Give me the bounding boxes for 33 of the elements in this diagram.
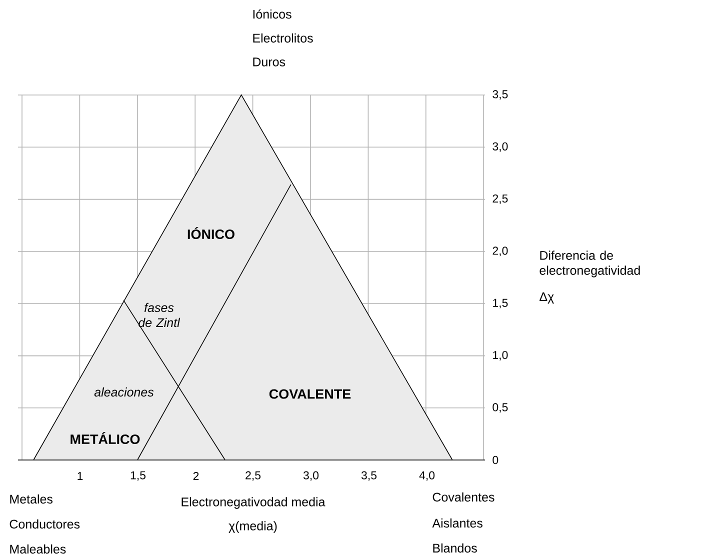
corner-label: Iónicos bbox=[253, 9, 292, 19]
tick-label: 3,0 bbox=[492, 142, 508, 152]
axis-title: Δχ bbox=[540, 292, 554, 304]
axis-title: χ(media) bbox=[228, 521, 277, 533]
corner-label: Duros bbox=[253, 58, 286, 66]
tick-label: 0 bbox=[492, 456, 498, 464]
tick-label: 3,5 bbox=[361, 471, 377, 481]
tick-label: 2 bbox=[193, 472, 199, 480]
axis-title: Electronegativodad media bbox=[182, 497, 326, 509]
tick-label: 3,0 bbox=[303, 471, 319, 481]
tick-label: 4,0 bbox=[419, 471, 435, 481]
corner-label: Blandos bbox=[433, 543, 477, 553]
tick-label: 2,5 bbox=[492, 194, 508, 204]
tick-label: 1,5 bbox=[493, 298, 508, 308]
region-label: COVALENTE bbox=[269, 389, 351, 399]
tick-label: 2,5 bbox=[246, 471, 261, 481]
corner-label: Maleables bbox=[10, 544, 66, 554]
tick-label: 0,5 bbox=[492, 403, 508, 413]
corner-label: Covalentes bbox=[432, 492, 494, 502]
corner-label: Aislantes bbox=[432, 518, 482, 528]
axis-title: Diferencia de electronegatividad bbox=[540, 250, 640, 278]
region-label: fases de Zintl bbox=[138, 302, 180, 328]
region-label: METÁLICO bbox=[70, 432, 140, 444]
region-label: aleaciones bbox=[94, 387, 154, 397]
corner-label: Electrolitos bbox=[253, 33, 313, 43]
corner-label: Metales bbox=[10, 494, 53, 504]
tick-label: 1 bbox=[78, 472, 83, 480]
region-label: IÓNICO bbox=[188, 226, 234, 240]
tick-label: 3,5 bbox=[492, 90, 508, 100]
corner-label: Conductores bbox=[10, 519, 80, 529]
tick-label: 1,0 bbox=[493, 350, 508, 360]
tick-label: 1,5 bbox=[130, 471, 146, 481]
tick-label: 2,0 bbox=[492, 246, 508, 256]
